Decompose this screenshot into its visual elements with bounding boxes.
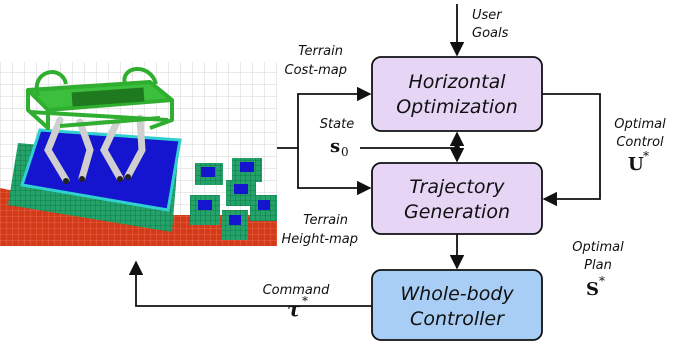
robot-top-panel xyxy=(71,87,145,107)
state-junction xyxy=(454,145,460,151)
state-symbol: s xyxy=(330,136,340,157)
robot-feet xyxy=(63,174,131,184)
costmap-label-2: Cost-map xyxy=(285,63,347,78)
robot-terrain-image xyxy=(0,62,277,246)
user-goals-label-2: Goals xyxy=(472,26,509,41)
connectors xyxy=(128,4,601,307)
optimal-control-label-1: Optimal xyxy=(614,117,666,132)
plan-superscript: * xyxy=(599,274,605,288)
plan-symbol: S xyxy=(586,279,599,300)
control-superscript: * xyxy=(643,149,649,163)
costmap-label-1: Terrain xyxy=(298,44,343,59)
stepping-blocks xyxy=(190,158,277,240)
control-symbol: U xyxy=(628,154,644,175)
costmap-arrow xyxy=(277,86,372,149)
optimal-control-label-2: Control xyxy=(616,135,664,150)
whole-body-controller-box[interactable]: Whole-body Controller xyxy=(371,269,543,341)
horizontal-optimization-box[interactable]: Horizontal Optimization xyxy=(371,56,543,132)
command-arrow xyxy=(128,260,372,307)
optimal-plan-label-2: Plan xyxy=(584,258,612,273)
horizontal-line2: Optimization xyxy=(396,96,518,118)
heightmap-label-2: Height-map xyxy=(281,232,358,247)
command-superscript: * xyxy=(302,294,308,308)
optimal-control-arrow xyxy=(542,93,601,207)
state-label: State xyxy=(320,117,354,132)
heightmap-arrow xyxy=(297,148,372,196)
optimal-plan-label-1: Optimal xyxy=(572,240,624,255)
command-label: Command xyxy=(263,283,331,298)
wholebody-line2: Controller xyxy=(410,308,505,330)
trajectory-line2: Generation xyxy=(404,201,510,223)
command-symbol: τ xyxy=(287,297,301,321)
heightmap-label-1: Terrain xyxy=(303,213,348,228)
robot-legs xyxy=(44,114,146,184)
trajectory-generation-box[interactable]: Trajectory Generation xyxy=(371,162,543,235)
user-goals-label-1: User xyxy=(472,8,503,23)
wholebody-line1: Whole-body xyxy=(400,283,514,305)
trajectory-line1: Trajectory xyxy=(409,176,505,198)
horizontal-line1: Horizontal xyxy=(408,71,506,93)
state-subscript: 0 xyxy=(341,145,349,159)
